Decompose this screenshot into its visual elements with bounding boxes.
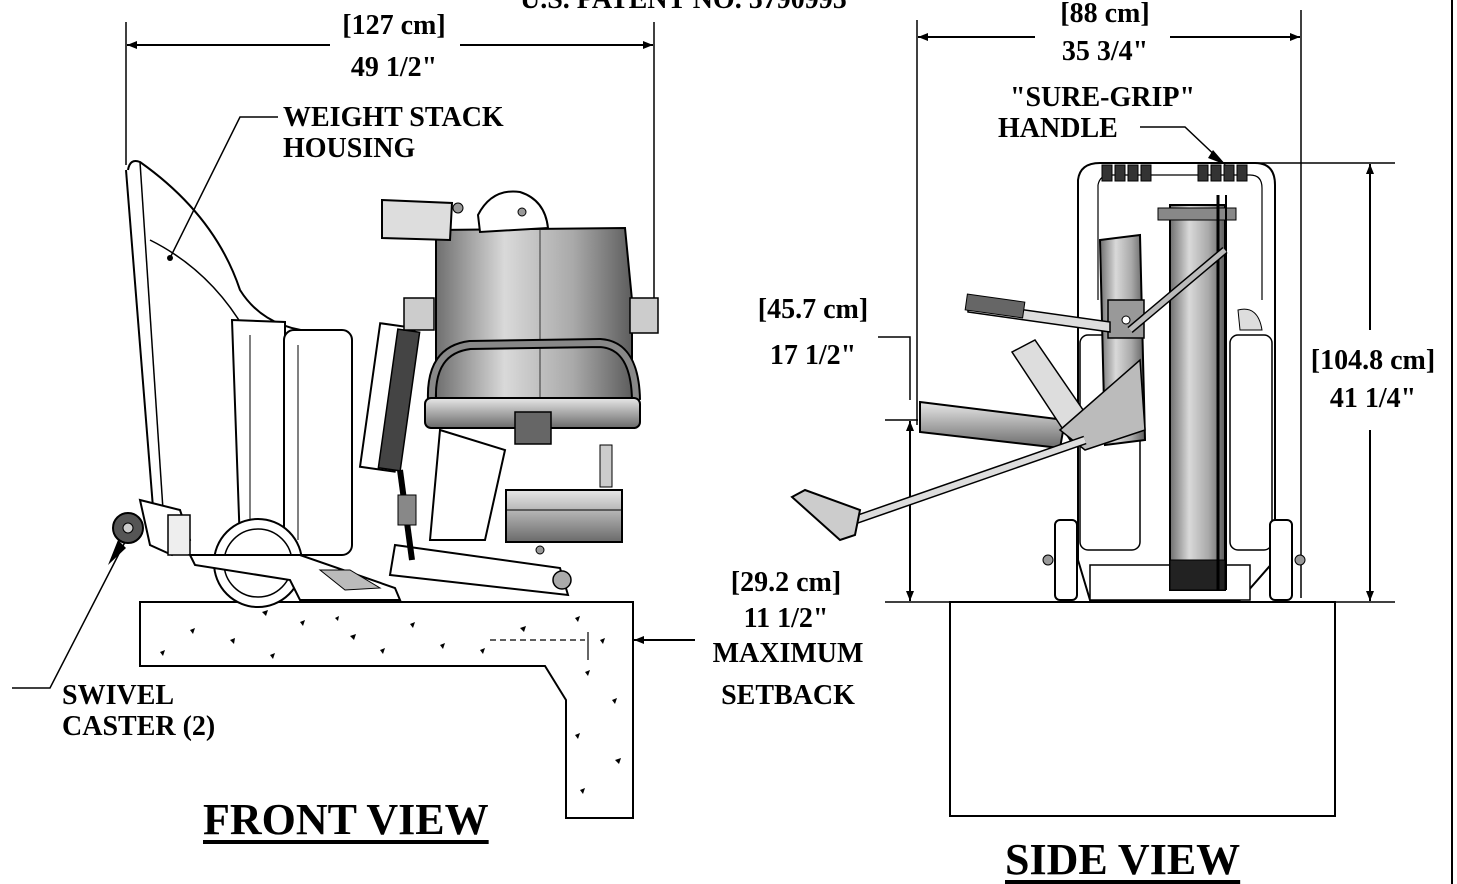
side-view-drawing (790, 10, 1395, 817)
setback-label-line2: SETBACK (721, 680, 855, 711)
weight-stack-label-line2: HOUSING (283, 133, 416, 164)
setback-metric: [29.2 cm] (730, 567, 842, 598)
swivel-caster-label-line2: CASTER (2) (62, 711, 216, 742)
seat-height-imperial: 17 1/2" (769, 340, 857, 371)
side-view-title: SIDE VIEW (1005, 835, 1241, 884)
overall-height-metric: [104.8 cm] (1310, 345, 1436, 376)
front-width-imperial: 49 1/2" (350, 52, 438, 83)
weight-stack-label-line1: WEIGHT STACK (283, 102, 504, 133)
patent-text: U.S. PATENT NO. 5790995 (520, 0, 847, 14)
setback-label-line1: MAXIMUM (712, 638, 864, 669)
overall-height-imperial: 41 1/4" (1329, 383, 1417, 414)
platform-box (949, 601, 1336, 817)
setback-imperial: 11 1/2" (743, 603, 829, 634)
side-width-metric: [88 cm] (1060, 0, 1150, 29)
front-width-metric: [127 cm] (342, 10, 446, 41)
swivel-caster-callout: SWIVEL CASTER (2) (62, 680, 215, 742)
front-view-title: FRONT VIEW (203, 795, 489, 844)
sure-grip-label-line1: "SURE-GRIP" (1009, 82, 1196, 113)
side-width-imperial: 35 3/4" (1061, 36, 1149, 67)
seat-height-metric: [45.7 cm] (757, 294, 869, 325)
sure-grip-label-line2: HANDLE (998, 113, 1118, 144)
concrete-floor (139, 601, 634, 819)
weight-stack-housing-callout: WEIGHT STACK HOUSING (283, 102, 504, 164)
front-view-drawing (12, 22, 695, 819)
swivel-caster-label-line1: SWIVEL (62, 680, 175, 711)
sure-grip-handle-callout: "SURE-GRIP" HANDLE (990, 82, 1215, 144)
